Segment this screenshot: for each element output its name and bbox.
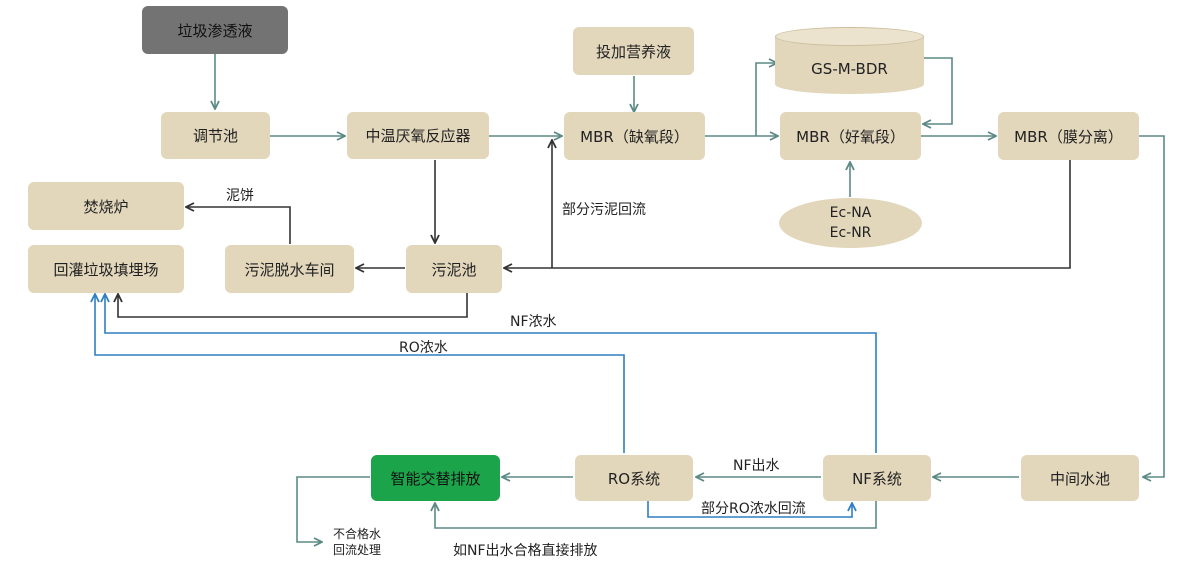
node-gs-m-bdr: GS-M-BDR xyxy=(811,60,888,78)
gs-m-bdr-cylinder-top xyxy=(775,27,924,46)
label-unqualified-2: 回流处理 xyxy=(333,543,382,557)
ec-label-2: Ec-NR xyxy=(829,225,872,241)
node-nf-system: NF系统 xyxy=(823,455,931,501)
label-ro-concentrate: RO浓水 xyxy=(399,340,448,356)
node-regulating-tank: 调节池 xyxy=(161,112,270,159)
label-nf-effluent: NF出水 xyxy=(733,458,780,474)
arrow-ro-partial-return xyxy=(647,501,852,518)
arrow-ro-concentrate-to-landfill xyxy=(95,294,625,453)
arrow-unqualified-return xyxy=(296,476,370,542)
node-leachate: 垃圾渗透液 xyxy=(142,6,288,54)
label-nf-concentrate: NF浓水 xyxy=(510,314,557,330)
arrow-nf-concentrate-to-landfill xyxy=(105,294,877,453)
node-intermediate-tank: 中间水池 xyxy=(1021,455,1139,501)
label-sludge-cake: 泥饼 xyxy=(226,188,254,204)
arrow-aerobic-to-bdr xyxy=(755,63,777,136)
ec-label-1: Ec-NA xyxy=(829,205,872,221)
arrow-sludge-to-landfill xyxy=(118,293,468,318)
node-mbr-anoxic: MBR（缺氧段） xyxy=(564,112,705,160)
node-nutrient: 投加营养液 xyxy=(573,27,694,75)
node-anaerobic-reactor: 中温厌氧反应器 xyxy=(347,112,489,159)
label-unqualified-1: 不合格水 xyxy=(333,527,382,541)
label-partial-ro-return: 部分RO浓水回流 xyxy=(701,501,806,517)
node-ro-system: RO系统 xyxy=(575,455,693,501)
node-mbr-aerobic: MBR（好氧段） xyxy=(780,112,921,160)
arrow-nf-direct-discharge xyxy=(435,501,877,529)
arrow-dewatering-to-incinerator xyxy=(186,207,291,244)
arrow-membrane-to-intermediate xyxy=(1139,135,1165,477)
node-sludge-tank: 污泥池 xyxy=(406,245,502,293)
label-nf-direct-discharge: 如NF出水合格直接排放 xyxy=(453,543,598,559)
node-incinerator: 焚烧炉 xyxy=(28,182,184,230)
node-landfill: 回灌垃圾填埋场 xyxy=(28,245,184,293)
label-partial-sludge-return: 部分污泥回流 xyxy=(562,202,646,218)
node-dewatering: 污泥脱水车间 xyxy=(225,245,354,293)
node-smart-discharge: 智能交替排放 xyxy=(371,455,500,501)
arrow-membrane-sludge-return xyxy=(504,160,1071,268)
arrow-bdr-to-aerobic xyxy=(923,57,953,124)
node-mbr-membrane: MBR（膜分离） xyxy=(998,112,1139,160)
node-ec-feed: Ec-NA Ec-NR xyxy=(779,198,922,248)
